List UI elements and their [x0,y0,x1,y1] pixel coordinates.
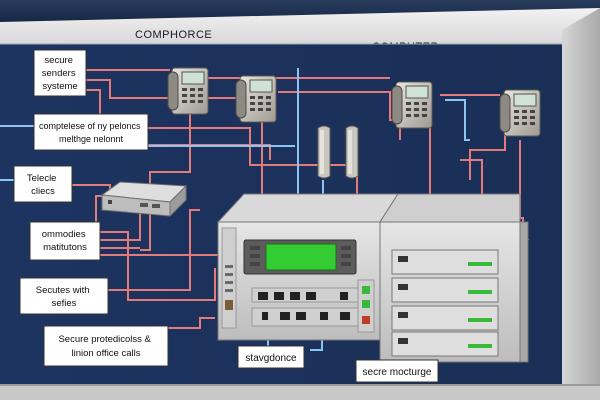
rack-unit [391,331,499,357]
desk-phone-icon [167,67,209,115]
svg-text:secre mocturge: secre mocturge [363,367,432,378]
central-pbx-unit [216,193,399,341]
label-line: systeme [42,81,77,92]
rack-unit [391,277,499,303]
label-secure-mocturge: secre mocturge [355,359,439,383]
label-telephone-network: comptelese of ny peloncs melthge nelonnt [33,113,149,151]
header-strip [0,8,600,44]
label-line: comptelese of ny peloncs [39,121,141,131]
svg-text:Secutes with sefies: Secutes with sefies [36,285,93,309]
label-line: Secutes with [36,285,90,296]
label-line: matitutons [43,242,87,253]
label-line: Secure protedicolss & [58,334,151,345]
label-telecom-clines: Telecle cliecs [13,165,73,203]
label-secures-with-safes: Secutes with sefies [19,277,109,315]
label-line: ommodies [42,229,86,240]
label-line: secre mocturge [363,367,432,378]
svg-text:ommodies matitutons: ommodies matitutons [42,229,88,253]
svg-text:comptelese of ny peloncs: comptelese of ny peloncs melthge nelonnt [39,121,143,144]
label-line: stavgdonce [245,353,297,364]
label-line: cliecs [31,186,55,197]
network-switch-icon [100,181,188,218]
svg-text:stavgdonce: stavgdonce [245,353,297,364]
label-line: secure [44,55,73,66]
svg-text:Telecle cliecs: Telecle cliecs [27,173,59,197]
label-line: sefies [52,298,77,309]
svg-text:secure senders sys: secure senders systeme [42,55,78,92]
label-secure-protocols: Secure protedicolss & linion office call… [43,325,169,367]
label-line: Telecle [27,173,57,184]
rack-unit [391,249,499,275]
handset-icon [317,125,331,179]
right-frame [562,8,600,400]
rack-unit [391,305,499,331]
server-rack [357,193,529,363]
label-line: linion office calls [71,348,140,359]
bottom-frame [0,384,600,400]
label-secure-systems: secure senders systeme [33,49,87,97]
label-line: senders [42,68,76,79]
label-line: melthge nelonnt [59,134,124,144]
desk-phone-icon [235,75,277,123]
header-left-label: COMPHORCE [135,29,212,41]
svg-text:Secure protedicolss & li: Secure protedicolss & linion office call… [58,334,153,359]
desk-phone-icon [391,81,433,129]
lcd-display [265,243,337,271]
label-ommunities: ommodies matitutons [29,221,101,261]
handset-icon [345,125,359,179]
label-stavgdonce: stavgdonce [237,345,305,369]
desk-phone-icon [499,89,541,137]
